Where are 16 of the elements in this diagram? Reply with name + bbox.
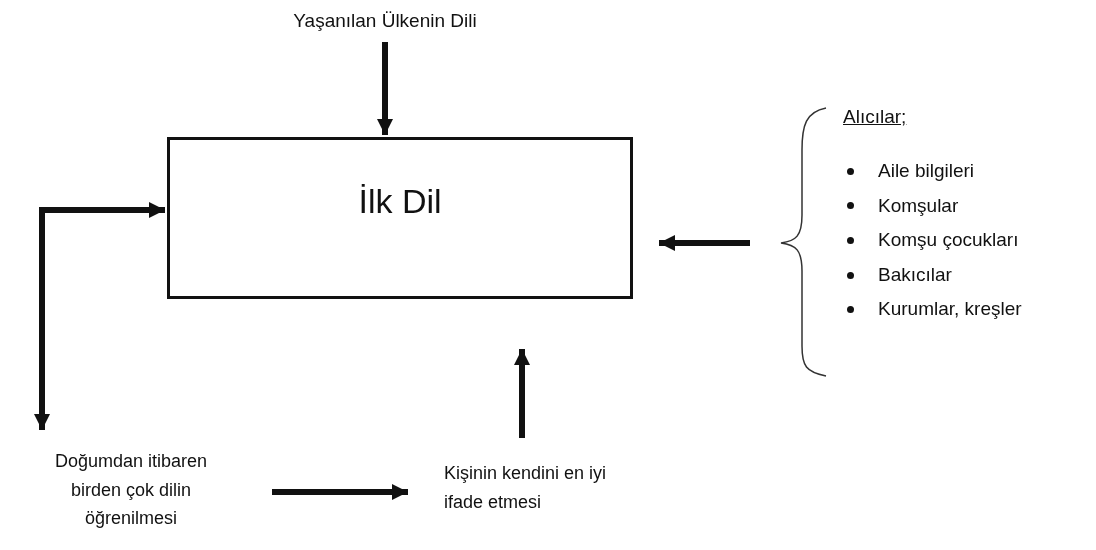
- arrow: [514, 349, 530, 438]
- arrow: [659, 235, 750, 251]
- list-item: Komşu çocukları: [878, 228, 1019, 253]
- list-heading: Alıcılar;: [843, 106, 907, 128]
- arrow: [377, 42, 393, 135]
- process-box: [167, 137, 633, 299]
- list-item: Komşular: [878, 193, 959, 218]
- list-item: Bakıcılar: [878, 262, 952, 287]
- arrow: [272, 484, 408, 500]
- list-item: Kurumlar, kreşler: [878, 297, 1022, 322]
- node-text: Kişinin kendini en iyi ifade etmesi: [444, 462, 608, 514]
- arrow: [34, 202, 165, 430]
- list-item: Aile bilgileri: [878, 159, 975, 183]
- node-text: Yaşanılan Ülkenin Dili: [292, 8, 478, 33]
- node-text: Doğumdan itibaren birden çok dilin öğrenilmesi: [53, 449, 209, 531]
- box-title: İlk Dil: [357, 184, 443, 218]
